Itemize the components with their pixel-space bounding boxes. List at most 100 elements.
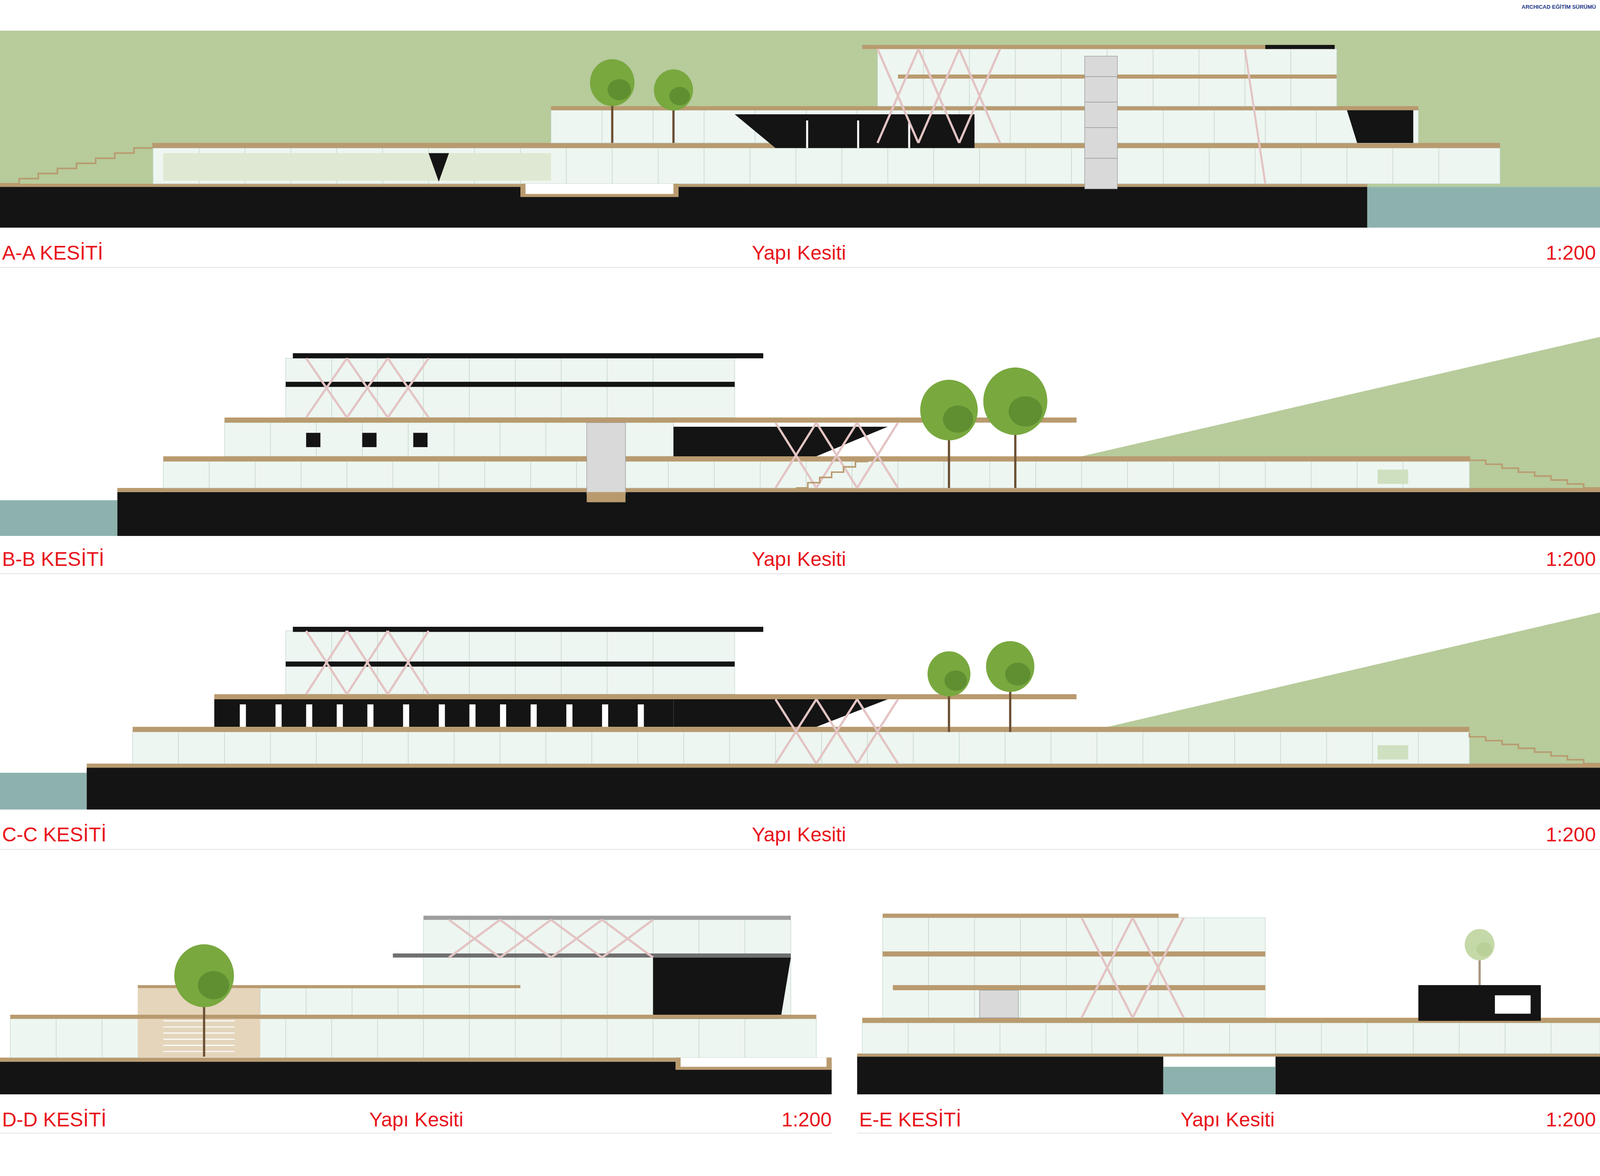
roof-edge	[1265, 45, 1335, 50]
seat-row	[163, 1020, 235, 1021]
mullion	[407, 422, 409, 457]
title-rule	[0, 267, 1600, 268]
mullion	[887, 147, 888, 184]
mullion	[744, 1018, 745, 1058]
truss-member	[877, 49, 919, 143]
mullion	[545, 422, 546, 457]
drawing-type: Yapı Kesiti	[752, 548, 847, 571]
floor-slab	[10, 1014, 817, 1019]
mullion	[499, 731, 500, 764]
section-title: E-E KESİTİ	[859, 1108, 962, 1131]
mullion	[1188, 731, 1189, 764]
floor-slab	[132, 726, 1470, 732]
mullion	[1234, 731, 1235, 764]
mullion	[1208, 147, 1210, 184]
mullion	[453, 731, 455, 764]
mullion	[545, 731, 546, 764]
truss-member	[347, 630, 388, 695]
truss-member	[306, 358, 348, 418]
mullion	[612, 147, 613, 184]
mullion	[1392, 147, 1393, 184]
mullion	[933, 147, 934, 184]
mullion	[907, 1022, 909, 1054]
mullion	[1071, 147, 1072, 184]
mullion	[1137, 1022, 1138, 1054]
truss-member	[602, 919, 653, 958]
mullion	[897, 461, 898, 488]
facade-strut	[1245, 49, 1266, 184]
earth-cut	[857, 1056, 1164, 1095]
mullion	[285, 1018, 286, 1058]
mullion	[1173, 461, 1174, 488]
truss-member	[877, 49, 919, 143]
mullion	[857, 120, 860, 148]
mullion	[1300, 147, 1302, 184]
floor-slab	[285, 381, 735, 387]
glazing	[285, 358, 735, 418]
window	[367, 704, 374, 727]
mullion	[1035, 461, 1036, 488]
floor-slab	[285, 661, 735, 667]
seat-row	[163, 1038, 235, 1040]
mullion	[565, 147, 567, 184]
cantilever-mass	[1347, 110, 1414, 143]
mullion	[667, 461, 669, 488]
mullion	[637, 731, 638, 764]
mullion	[438, 461, 439, 488]
core-floor	[1084, 76, 1118, 77]
window	[402, 704, 410, 727]
mullion	[1229, 1022, 1230, 1054]
window	[469, 704, 476, 727]
earth-cut	[86, 767, 1600, 810]
screen	[306, 432, 321, 448]
core-floor	[1084, 101, 1118, 103]
mullion	[484, 461, 485, 488]
mullion	[423, 1018, 424, 1058]
truss-member	[449, 919, 500, 958]
truss-member	[1132, 917, 1184, 1018]
section-b	[0, 336, 1600, 536]
mullion	[928, 917, 929, 1018]
mullion	[979, 147, 980, 184]
water	[0, 772, 87, 810]
floor-slab	[86, 763, 1600, 768]
roof-slab	[423, 915, 791, 920]
floor-slab	[117, 487, 1600, 493]
mullion	[805, 461, 807, 488]
drawing-type: Yapı Kesiti	[369, 1108, 464, 1131]
title-rule	[857, 1132, 1600, 1134]
mullion	[999, 1022, 1000, 1054]
window	[306, 704, 313, 727]
mullion	[1112, 917, 1113, 1018]
mullion	[530, 461, 531, 488]
truss-member	[347, 630, 388, 695]
mullion	[606, 358, 608, 418]
mullion	[1219, 461, 1220, 488]
tree-shade	[942, 405, 974, 433]
screen	[413, 432, 428, 448]
mullion	[1326, 731, 1327, 764]
truss-member	[550, 919, 602, 958]
truss-member	[918, 49, 960, 143]
mullion	[749, 147, 750, 184]
mullion	[729, 731, 730, 764]
cantilever-mass	[652, 957, 791, 1019]
truss-member	[816, 699, 858, 764]
mullion	[1091, 1022, 1093, 1054]
mullion	[806, 120, 809, 148]
window	[1495, 995, 1531, 1014]
core	[586, 422, 626, 494]
mullion	[300, 461, 302, 488]
mullion	[821, 731, 822, 764]
mullion	[652, 358, 654, 418]
drawing-type: Yapı Kesiti	[752, 823, 847, 846]
mullion	[1346, 147, 1348, 184]
tree-crown	[590, 59, 635, 106]
mullion	[351, 987, 353, 1019]
mullion	[397, 987, 398, 1019]
planter	[1377, 469, 1408, 484]
glazing	[862, 1022, 1600, 1054]
truss-member	[306, 630, 348, 695]
water	[1163, 1066, 1276, 1095]
mullion	[698, 1018, 700, 1058]
